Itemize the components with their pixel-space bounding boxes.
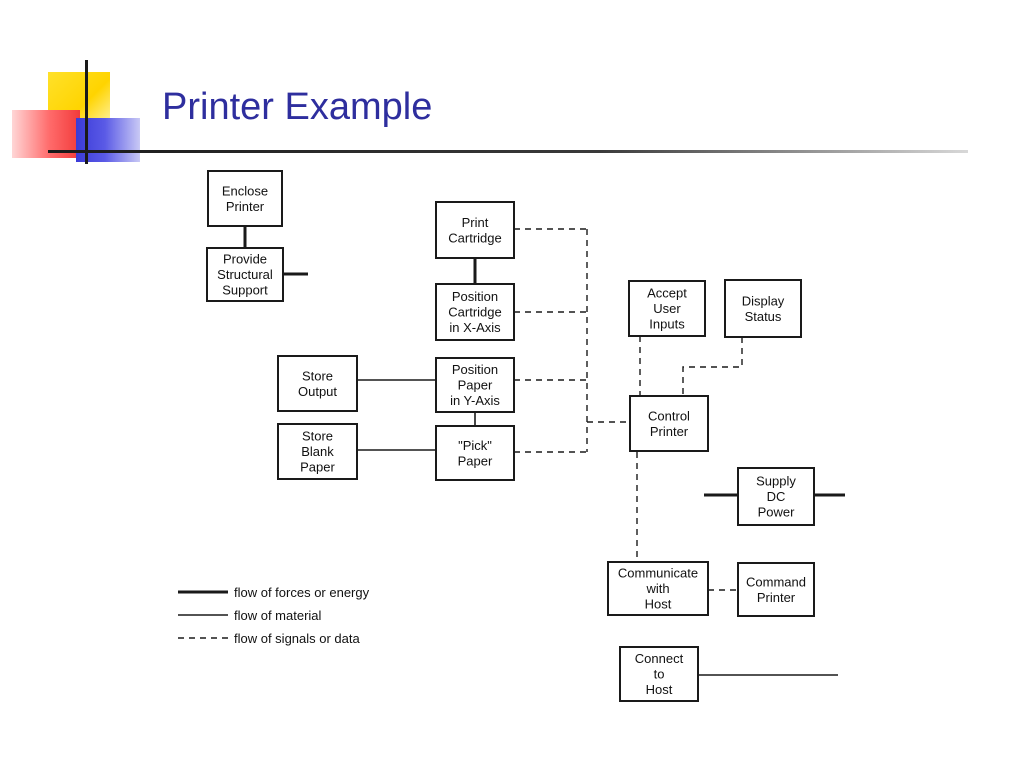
node-label-structural-0: Provide bbox=[223, 252, 267, 267]
node-label-cartridge-0: Print bbox=[462, 215, 489, 230]
node-label-connect-1: to bbox=[654, 667, 665, 682]
node-box-cartridge bbox=[435, 201, 515, 259]
node-label-posy-0: Position bbox=[452, 362, 498, 377]
node-label-storeblank-2: Paper bbox=[300, 460, 335, 475]
node-label-communicate-2: Host bbox=[645, 597, 672, 612]
node-label-display-0: Display bbox=[742, 293, 785, 308]
node-label-accept-2: Inputs bbox=[649, 317, 685, 332]
node-label-pick-0: "Pick" bbox=[458, 438, 492, 453]
node-label-communicate-0: Communicate bbox=[618, 566, 698, 581]
node-label-accept-1: User bbox=[653, 301, 681, 316]
node-box-storeout bbox=[277, 355, 358, 412]
node-box-connect bbox=[619, 646, 699, 702]
node-label-enclose-0: Enclose bbox=[222, 183, 268, 198]
node-label-posy-2: in Y-Axis bbox=[450, 393, 500, 408]
node-label-connect-2: Host bbox=[646, 682, 673, 697]
node-label-storeblank-1: Blank bbox=[301, 444, 334, 459]
legend-label-material: flow of material bbox=[234, 608, 322, 623]
node-label-structural-1: Structural bbox=[217, 267, 273, 282]
node-label-posx-0: Position bbox=[452, 289, 498, 304]
legend: flow of forces or energy flow of materia… bbox=[178, 585, 370, 646]
node-label-structural-2: Support bbox=[222, 283, 268, 298]
node-label-storeout-0: Store bbox=[302, 368, 333, 383]
node-label-control-1: Printer bbox=[650, 424, 689, 439]
node-box-accept bbox=[628, 280, 706, 337]
node-label-accept-0: Accept bbox=[647, 286, 687, 301]
node-label-posx-2: in X-Axis bbox=[449, 320, 501, 335]
node-label-supply-1: DC bbox=[767, 489, 786, 504]
title-decoration-vertical-line bbox=[85, 60, 88, 164]
node-pick: "Pick"Paper bbox=[435, 425, 515, 481]
node-label-supply-0: Supply bbox=[756, 474, 796, 489]
node-label-storeout-1: Output bbox=[298, 384, 337, 399]
diagram-nodes: EnclosePrinterProvideStructuralSupportPr… bbox=[206, 170, 815, 702]
edge-display-control bbox=[682, 337, 743, 396]
node-box-enclose bbox=[207, 170, 283, 227]
diagram-connectors bbox=[243, 226, 845, 676]
node-label-command-0: Command bbox=[746, 574, 806, 589]
node-box-posy bbox=[435, 357, 515, 413]
node-box-command bbox=[737, 562, 815, 617]
node-box-pick bbox=[435, 425, 515, 481]
slide-title: Printer Example bbox=[162, 86, 433, 128]
node-label-supply-2: Power bbox=[758, 505, 796, 520]
node-label-posy-1: Paper bbox=[458, 378, 493, 393]
node-box-communicate bbox=[607, 561, 709, 616]
node-box-supply bbox=[737, 467, 815, 526]
node-box-posx bbox=[435, 283, 515, 341]
node-label-pick-1: Paper bbox=[458, 453, 493, 468]
legend-label-energy: flow of forces or energy bbox=[234, 585, 370, 600]
node-label-control-0: Control bbox=[648, 408, 690, 423]
node-label-display-1: Status bbox=[745, 309, 782, 324]
node-box-display bbox=[724, 279, 802, 338]
node-box-structural bbox=[206, 247, 284, 302]
node-label-connect-0: Connect bbox=[635, 651, 684, 666]
node-label-command-1: Printer bbox=[757, 590, 796, 605]
node-label-storeblank-0: Store bbox=[302, 429, 333, 444]
legend-label-signals: flow of signals or data bbox=[234, 631, 361, 646]
node-label-posx-1: Cartridge bbox=[448, 305, 501, 320]
node-label-communicate-1: with bbox=[645, 581, 669, 596]
node-box-storeblank bbox=[277, 423, 358, 480]
node-label-cartridge-1: Cartridge bbox=[448, 230, 501, 245]
title-underline bbox=[48, 150, 968, 153]
node-label-enclose-1: Printer bbox=[226, 199, 265, 214]
node-box-control bbox=[629, 395, 709, 452]
